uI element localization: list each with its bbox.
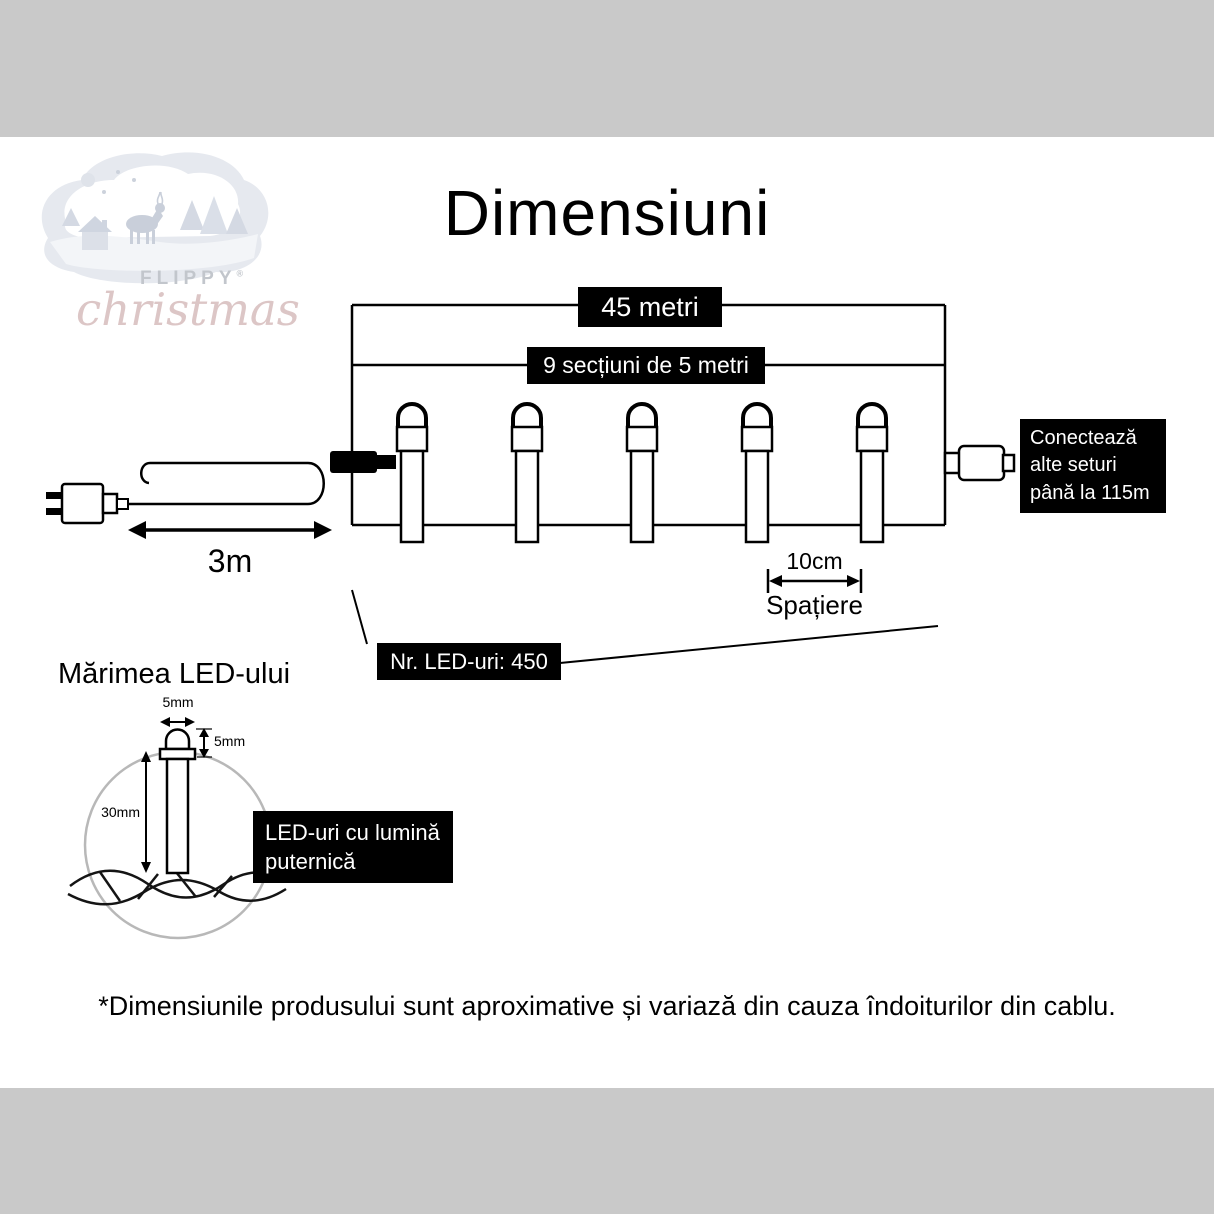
connect-note-label: Conectează alte seturi până la 115m — [1020, 419, 1166, 513]
led-bulb — [510, 402, 544, 544]
led-size-heading: Mărimea LED-ului — [58, 658, 291, 690]
led-brightness-line: puternică — [265, 849, 356, 874]
body-length-arrow — [141, 751, 151, 873]
connect-note-line: până la 115m — [1030, 481, 1150, 504]
led-bulb — [625, 402, 659, 544]
total-length-label: 45 metri — [578, 287, 722, 327]
led-brightness-line: LED-uri cu lumină — [265, 819, 440, 845]
coiled-lead-wire — [128, 461, 325, 506]
led-cap-height-value: 5mm — [214, 733, 246, 749]
power-plug-icon — [46, 482, 129, 525]
led-width-value: 5mm — [162, 694, 194, 710]
string-connector — [330, 451, 396, 473]
sections-label: 9 secțiuni de 5 metri — [527, 347, 765, 384]
brand-script-name: christmas — [76, 283, 300, 336]
registered-mark: ® — [236, 268, 244, 279]
brand-name: FLIPPY® — [140, 268, 244, 289]
top-gray-bar — [0, 0, 1214, 137]
bottom-gray-bar — [0, 1088, 1214, 1214]
string-outline — [350, 303, 947, 527]
led-count-label: Nr. LED-uri: 450 — [377, 643, 561, 680]
magnifier-circle — [83, 750, 273, 940]
led-bulb — [855, 402, 889, 544]
spacing-word: Spațiere — [766, 590, 863, 620]
led-body-length-value: 30mm — [101, 804, 140, 820]
connect-note-line: Conectează — [1030, 427, 1137, 450]
width-arrow — [160, 717, 195, 727]
cap-height-arrow — [196, 728, 212, 758]
led-bulb — [740, 402, 774, 544]
led-brightness-note: LED-uri cu lumină puternică — [253, 811, 453, 883]
disclaimer-footnote: *Dimensiunile produsului sunt aproximati… — [98, 991, 1116, 1021]
lead-length-arrow — [128, 521, 332, 539]
connect-note-line: alte seturi — [1030, 454, 1117, 477]
page-title: Dimensiuni — [443, 177, 771, 249]
led-bulbs — [395, 402, 889, 544]
led-bulb-large — [158, 728, 197, 875]
led-bulb — [395, 402, 429, 544]
logo-star — [116, 170, 120, 174]
lead-length-value: 3m — [207, 543, 253, 579]
spacing-value: 10cm — [786, 548, 843, 574]
extension-connector-icon — [943, 444, 1016, 482]
